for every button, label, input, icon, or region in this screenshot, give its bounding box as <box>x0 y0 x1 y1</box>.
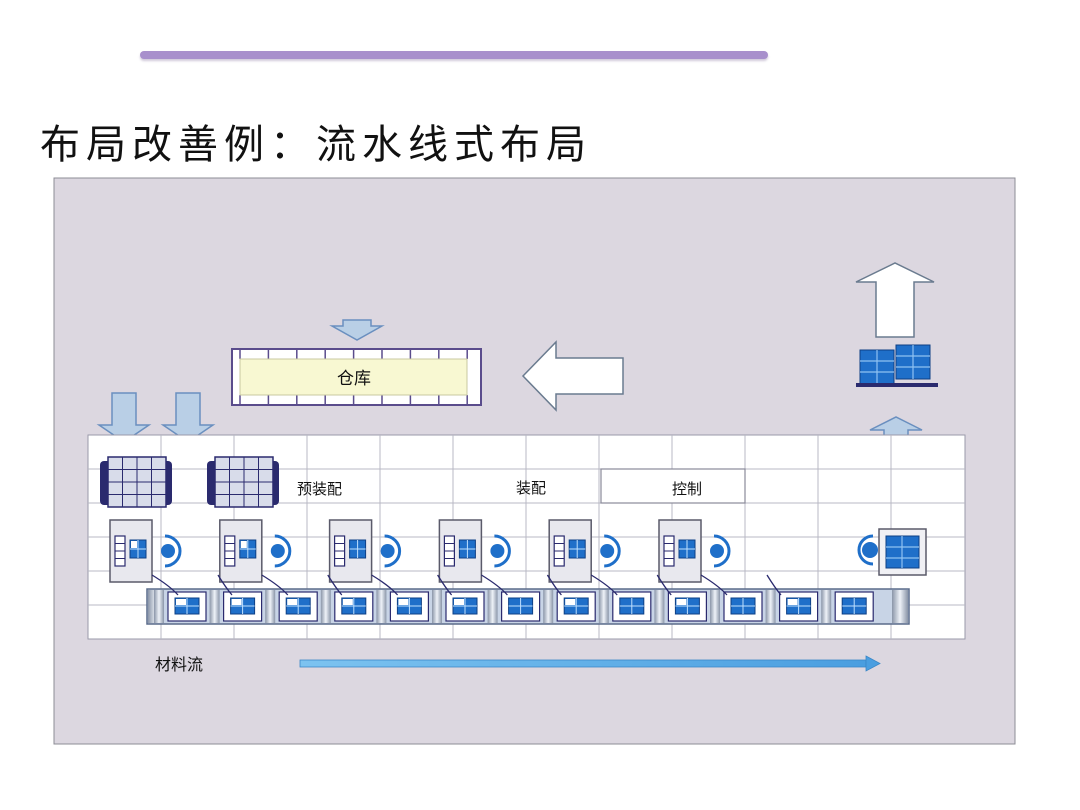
conveyor-unit-2 <box>209 590 263 623</box>
flow-connector <box>700 574 728 596</box>
end-operator-icon <box>857 534 874 566</box>
operator-icon <box>164 534 182 568</box>
control-zone-box <box>600 468 746 504</box>
inbound-down-arrow-1 <box>96 392 152 443</box>
operator-icon <box>713 534 731 568</box>
workstation-4 <box>438 519 511 583</box>
parts-pallet-2 <box>207 456 279 508</box>
flow-connector <box>481 574 508 596</box>
operator-icon <box>604 534 621 568</box>
conveyor-unit-8 <box>543 590 596 623</box>
warehouse-storage-box <box>239 358 468 396</box>
conveyor-unit-12 <box>765 590 819 623</box>
conveyor-unit-6 <box>432 590 485 623</box>
inbound-down-arrow-2 <box>160 392 216 443</box>
end-station <box>857 528 927 576</box>
conveyor-unit-1 <box>154 590 207 623</box>
conveyor-unit-11 <box>710 590 763 623</box>
flow-connector <box>656 574 672 596</box>
flow-connector <box>546 574 562 596</box>
conveyor-unit-13 <box>821 590 874 623</box>
control-label: 控制 <box>672 480 702 498</box>
conveyor-unit-3 <box>265 590 318 623</box>
warehouse-inbound-arrow <box>329 319 385 341</box>
conveyor-unit-9 <box>598 590 652 623</box>
flow-connector <box>766 574 782 596</box>
material-flow-arrow <box>299 655 881 672</box>
pre-assembly-label: 预装配 <box>297 480 342 498</box>
slide-title: 布局改善例：流水线式布局 <box>40 122 592 168</box>
material-flow-label: 材料流 <box>155 655 203 674</box>
flow-connector <box>217 574 233 596</box>
workstation-2 <box>219 519 292 583</box>
conveyor-unit-5 <box>376 590 429 623</box>
outbound-up-arrow-large <box>855 262 935 338</box>
operator-icon <box>274 534 292 568</box>
finished-goods-pallet <box>856 344 938 387</box>
flow-connector <box>151 574 179 596</box>
conveyor-unit-7 <box>487 590 541 623</box>
conveyor-line <box>146 588 910 625</box>
flow-connector <box>371 574 399 596</box>
operator-icon <box>494 534 511 568</box>
conveyor-unit-10 <box>654 590 708 623</box>
conveyor-unit-4 <box>320 590 374 623</box>
return-arrow <box>521 340 624 412</box>
workstation-5 <box>548 519 621 583</box>
flow-connector <box>327 574 343 596</box>
flow-connector <box>437 574 453 596</box>
workstation-1 <box>109 519 182 583</box>
flow-connector <box>590 574 618 596</box>
workstation-6 <box>658 519 731 583</box>
assembly-label: 装配 <box>516 479 546 497</box>
parts-pallet-1 <box>100 456 172 508</box>
title-accent-bar <box>140 51 768 59</box>
workstation-3 <box>328 519 402 583</box>
flow-connector <box>261 574 289 596</box>
warehouse: 仓库 <box>231 319 482 406</box>
operator-icon <box>384 534 402 568</box>
warehouse-label: 仓库 <box>337 369 371 389</box>
